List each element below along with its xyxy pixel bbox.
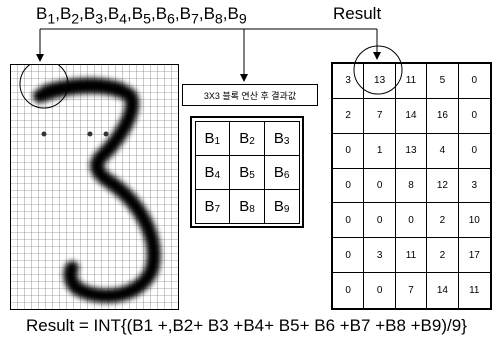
noise-dot [88, 132, 93, 137]
result-cell: 12 [427, 169, 458, 204]
kernel-cell-base: B [205, 164, 215, 181]
result-cell: 0 [333, 203, 364, 238]
kernel-cell-subscript: 8 [249, 204, 255, 215]
kernel-cell-base: B [239, 130, 249, 147]
result-cell: 0 [459, 99, 490, 134]
result-cell: 13 [396, 134, 427, 169]
result-cell: 2 [333, 99, 364, 134]
result-cell: 14 [427, 273, 458, 308]
result-cell: 14 [396, 99, 427, 134]
kernel-cell-base: B [205, 130, 215, 147]
result-cell: 0 [333, 134, 364, 169]
noise-dot [104, 132, 109, 137]
result-cell: 3 [459, 169, 490, 204]
result-cell: 11 [396, 238, 427, 273]
kernel-cell-subscript: 7 [215, 204, 221, 215]
operation-label-box: 3X3 블록 연산 후 결과값 [182, 84, 318, 106]
operation-label: 3X3 블록 연산 후 결과값 [204, 89, 296, 102]
result-cell: 0 [333, 169, 364, 204]
kernel-cell-base: B [239, 198, 249, 215]
result-cell: 0 [364, 203, 395, 238]
result-cell: 5 [427, 64, 458, 99]
kernel-cell-subscript: 2 [249, 136, 255, 147]
kernel-cell-base: B [274, 164, 284, 181]
kernel-cell-base: B [274, 198, 284, 215]
formula-text: Result = INT{(B1 +,B2+ B3 +B4+ B5+ B6 +B… [26, 316, 467, 336]
kernel-cell-subscript: 6 [284, 170, 290, 181]
result-cell: 10 [459, 203, 490, 238]
result-cell: 16 [427, 99, 458, 134]
result-cell: 4 [427, 134, 458, 169]
kernel-cell-subscript: 9 [284, 204, 290, 215]
result-cell: 11 [459, 273, 490, 308]
kernel-cell-base: B [274, 130, 284, 147]
kernel-cell-subscript: 3 [284, 136, 290, 147]
result-cell: 0 [396, 203, 427, 238]
result-cell: 2 [427, 238, 458, 273]
result-cell: 1 [364, 134, 395, 169]
kernel-cell-subscript: 1 [215, 136, 221, 147]
kernel-cell-base: B [205, 198, 215, 215]
result-cell: 0 [333, 238, 364, 273]
result-cell: 7 [364, 99, 395, 134]
result-cell: 0 [459, 64, 490, 99]
kernel-cell-subscript: 4 [215, 170, 221, 181]
result-cell: 0 [364, 273, 395, 308]
result-cell: 3 [364, 238, 395, 273]
result-cell: 7 [396, 273, 427, 308]
result-cell: 2 [427, 203, 458, 238]
result-cell: 0 [459, 134, 490, 169]
result-focus-circle [352, 44, 404, 96]
digit-image-panel [10, 64, 179, 310]
result-cell: 0 [364, 169, 395, 204]
kernel-cell-subscript: 5 [249, 170, 255, 181]
kernel-cell-base: B [239, 164, 249, 181]
result-cell: 17 [459, 238, 490, 273]
result-cell: 8 [396, 169, 427, 204]
noise-dot [42, 132, 47, 137]
result-cell: 0 [333, 273, 364, 308]
